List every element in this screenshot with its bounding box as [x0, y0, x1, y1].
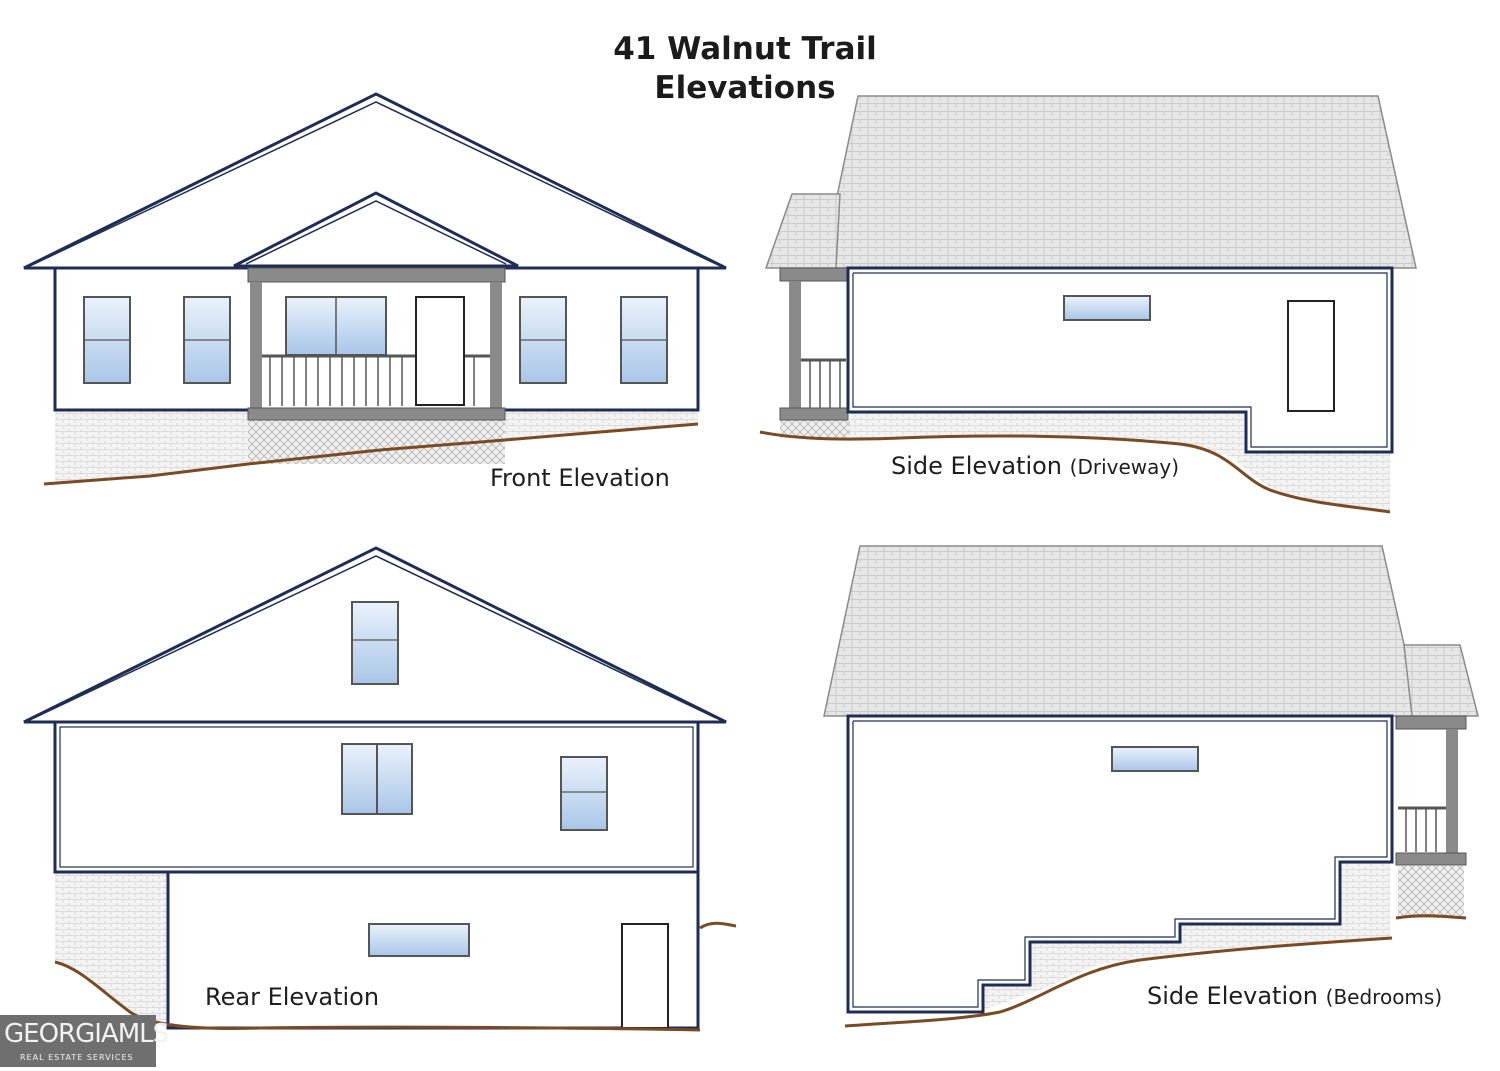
side-driveway-label-main: Side Elevation	[891, 452, 1063, 480]
rear-single-window	[560, 756, 608, 831]
driveway-porch-lattice	[780, 420, 850, 438]
front-porch-beam	[247, 267, 506, 283]
driveway-side-door	[1287, 300, 1335, 412]
bedrooms-porch-post	[1446, 729, 1458, 853]
georgiamls-watermark: GEORGIAMLS REAL ESTATE SERVICES	[0, 1015, 169, 1067]
driveway-porch-beam	[779, 267, 849, 282]
bedrooms-porch-beam	[1395, 715, 1467, 730]
driveway-porch-post	[789, 281, 801, 409]
watermark-tagline: REAL ESTATE SERVICES	[20, 1053, 134, 1062]
bedrooms-main-roof	[823, 545, 1421, 717]
bedrooms-transom-window	[1111, 746, 1199, 772]
bedrooms-porch-lattice	[1398, 866, 1464, 918]
front-porch-gable	[233, 191, 519, 268]
driveway-main-roof	[821, 95, 1417, 269]
side-bedrooms-label: Side Elevation (Bedrooms)	[1147, 982, 1442, 1010]
driveway-foundation	[850, 412, 1390, 512]
front-porch-post-left	[250, 282, 262, 408]
side-elevation-bedrooms	[823, 545, 1479, 1028]
front-elevation-label: Front Elevation	[490, 464, 670, 492]
rear-ground-line	[54, 921, 737, 1032]
rear-gable-window	[351, 601, 399, 685]
bedrooms-porch-roof	[1403, 644, 1479, 717]
front-porch-floor	[247, 407, 506, 421]
drawing-subtitle: Elevations	[654, 70, 836, 106]
driveway-transom-window	[1063, 295, 1151, 321]
driveway-ground-line	[759, 430, 1391, 514]
driveway-porch-floor	[779, 407, 849, 421]
rear-elevation	[23, 546, 737, 1032]
bedrooms-porch-railing	[1398, 806, 1446, 852]
watermark-brand: GEORGIAMLS	[4, 1019, 169, 1049]
rear-elevation-label: Rear Elevation	[205, 983, 380, 1011]
drawing-title: 41 Walnut Trail	[613, 31, 877, 67]
bedrooms-porch-floor	[1395, 852, 1467, 866]
rear-foundation-left	[55, 872, 168, 1026]
bedrooms-wall	[846, 714, 1394, 1014]
side-driveway-label: Side Elevation (Driveway)	[891, 452, 1179, 480]
driveway-porch-roof	[764, 193, 841, 269]
front-ground-line	[43, 422, 699, 486]
side-bedrooms-label-sub: (Bedrooms)	[1325, 985, 1443, 1009]
rear-basement-door	[621, 923, 669, 1029]
side-elevation-driveway	[759, 95, 1417, 514]
side-driveway-label-sub: (Driveway)	[1069, 455, 1180, 479]
front-door	[415, 296, 465, 406]
bedrooms-ground-line	[844, 914, 1467, 1028]
front-porch-lattice	[248, 418, 505, 464]
driveway-wall	[846, 266, 1394, 454]
bedrooms-foundation	[983, 862, 1390, 1010]
side-bedrooms-label-main: Side Elevation	[1147, 982, 1319, 1010]
front-elevation	[23, 92, 727, 486]
driveway-porch-railing	[801, 358, 846, 408]
front-porch-post-right	[490, 282, 502, 408]
rear-basement-window	[368, 923, 470, 957]
